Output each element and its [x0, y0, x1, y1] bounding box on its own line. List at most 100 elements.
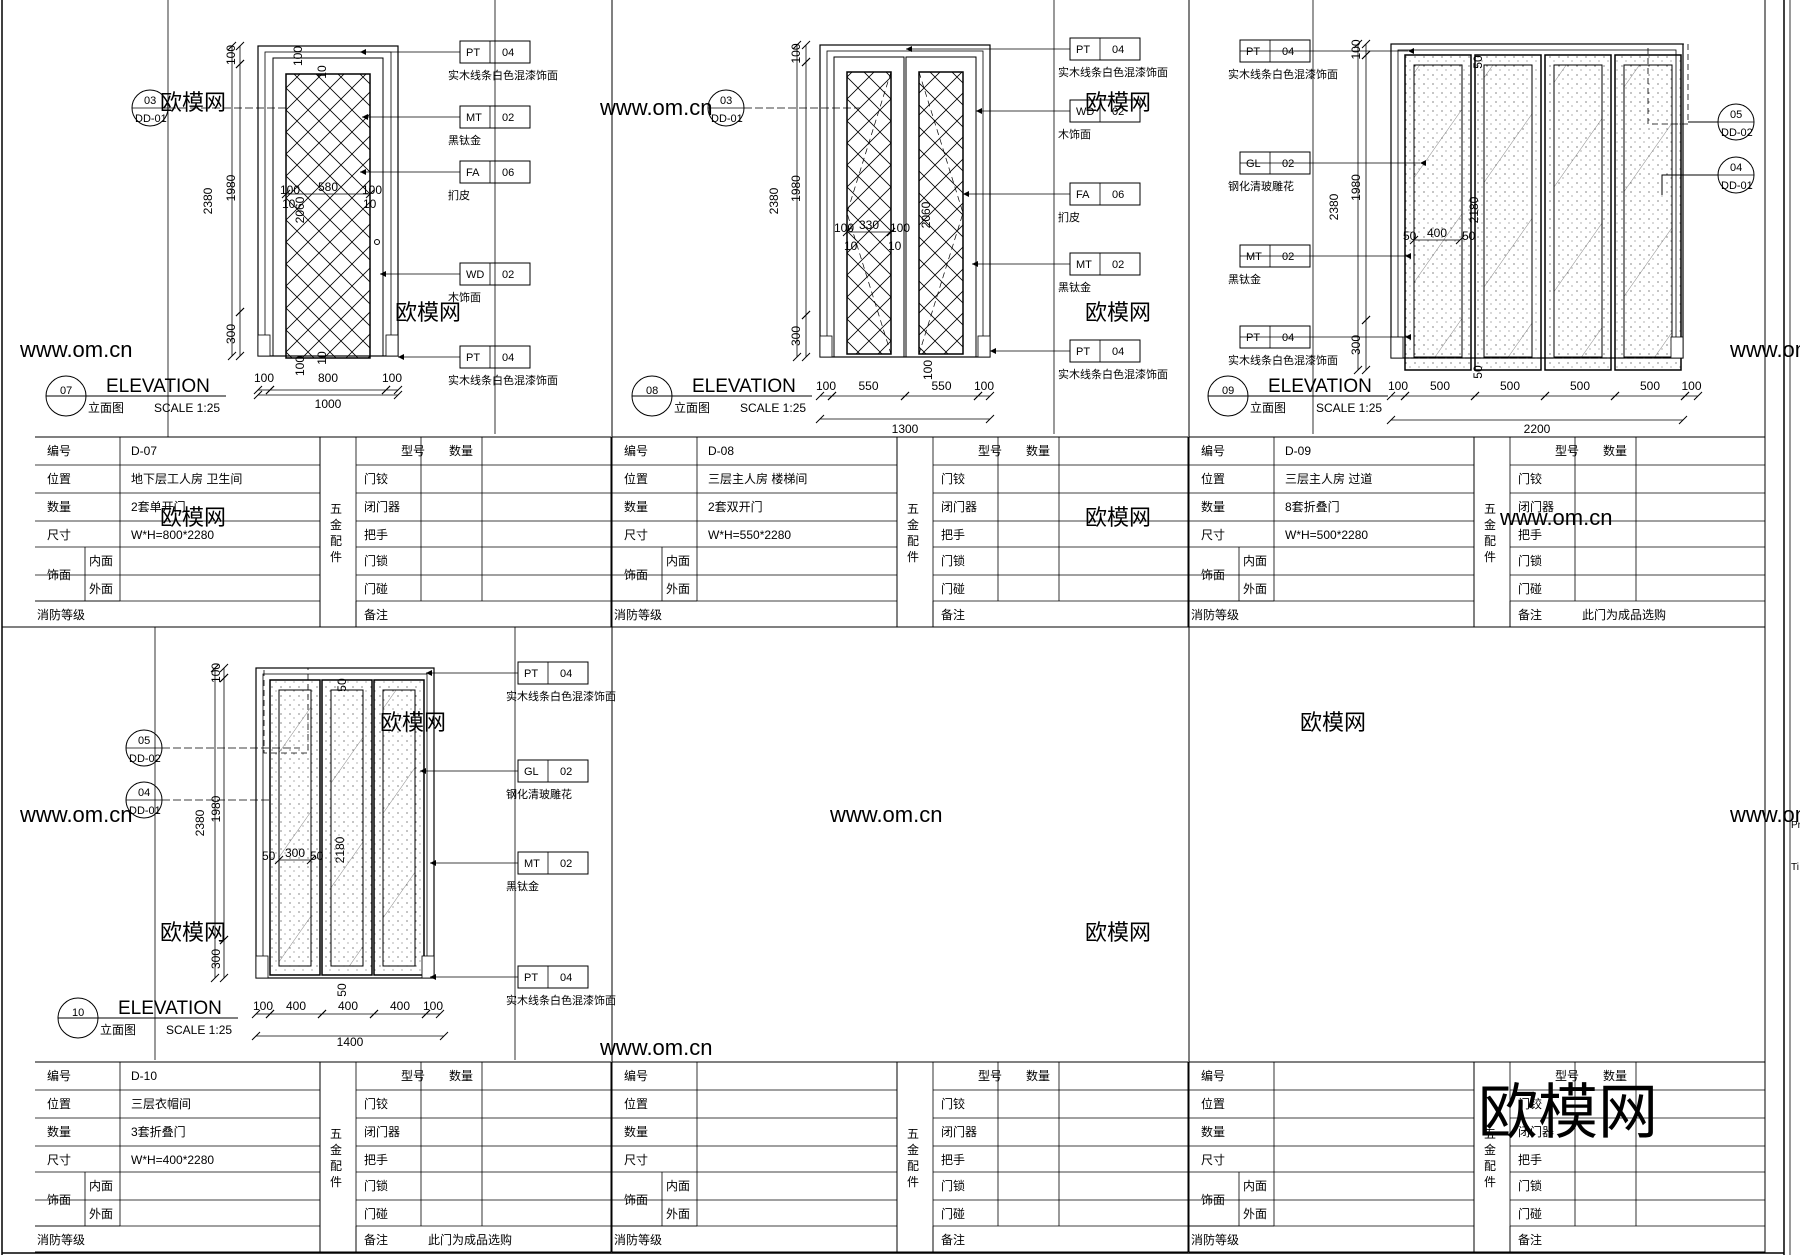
label-handle: 把手 [941, 528, 965, 542]
elevation-heading: ELEVATION [692, 376, 796, 397]
dim-tick [1386, 391, 1396, 401]
section-ref-number: 05 [138, 735, 150, 747]
scale-label: SCALE 1:25 [154, 401, 220, 415]
dim-value: 2180 [1467, 196, 1481, 223]
dim-value: 1980 [1349, 174, 1363, 201]
watermark-url: www.om.cn [599, 95, 712, 120]
glass-panel [278, 689, 312, 967]
dim-value: 100 [921, 360, 935, 380]
door-frame-inner [262, 673, 428, 979]
vertical-dimension: 2380 [767, 40, 802, 362]
label-quantity: 数量 [1201, 1124, 1225, 1139]
label-remark: 备注 [941, 607, 965, 622]
dim-value: 100 [816, 379, 836, 393]
material-code: FA [1076, 189, 1090, 201]
dim-tick [801, 40, 811, 50]
dim-tick [253, 385, 263, 395]
watermark-logo: 欧模网 [1085, 920, 1151, 945]
dim-tick [815, 414, 825, 424]
dim-value: 100 [253, 999, 273, 1013]
label-inner: 内面 [1243, 1179, 1267, 1193]
label-handle: 把手 [941, 1153, 965, 1167]
watermark-url: www.om.cn [829, 802, 942, 827]
dim-tick [801, 352, 811, 362]
label-closer: 闭门器 [1518, 1124, 1554, 1139]
dim-tick [235, 351, 245, 361]
dim-tick [435, 1009, 445, 1019]
leader-arrow [360, 169, 366, 175]
elevation-cn: 立面图 [1250, 400, 1286, 415]
watermark-url: www.om.cn [19, 337, 132, 362]
door-schedule-table: 编号位置数量尺寸饰面内面外面消防等级五金配件数量门铰闭门器把手门锁门碰备注D-0… [35, 436, 612, 628]
label-remark: 备注 [1518, 1232, 1542, 1247]
section-cut-box [1647, 43, 1689, 125]
material-number: 02 [560, 766, 572, 778]
material-code: PT [1076, 346, 1090, 358]
section-ref-number: 05 [1730, 109, 1742, 121]
material-number: 04 [560, 668, 572, 680]
leader-arrow [426, 670, 432, 676]
label-hardware: 件 [907, 550, 919, 564]
label-location: 位置 [47, 1096, 71, 1111]
view-number: 08 [646, 385, 658, 397]
label-count: 数量 [1026, 1068, 1050, 1083]
dim-tick [1400, 391, 1410, 401]
skirting [257, 334, 271, 357]
material-code: MT [524, 858, 540, 870]
label-inner: 内面 [89, 1179, 113, 1193]
material-code: PT [466, 47, 480, 59]
label-hardware: 配 [907, 534, 919, 548]
elevation-cn: 立面图 [674, 400, 710, 415]
upholstered-panel [285, 73, 371, 359]
dim-value: 100 [254, 371, 274, 385]
label-hinge: 门铰 [364, 1096, 388, 1111]
sidebar-text-ti: Ti [1791, 862, 1799, 873]
dim-tick [827, 391, 837, 401]
dim-tick [1386, 415, 1396, 425]
dim-value: 2380 [193, 809, 207, 836]
material-description: 实木线条白色混漆饰面 [448, 373, 558, 387]
label-fire-rating: 消防等级 [614, 607, 662, 622]
dim-tick [439, 1031, 449, 1041]
dim-value: 2060 [919, 201, 933, 228]
dim-tick [1361, 365, 1371, 375]
dim-value: 50 [1462, 229, 1476, 243]
label-count: 数量 [1026, 443, 1050, 458]
label-hardware: 配 [1484, 534, 1496, 548]
horizontal-dimension: 100 [1386, 379, 1410, 401]
elevation-heading: ELEVATION [118, 998, 222, 1019]
dim-value: 50 [262, 849, 276, 863]
material-description: 实木线条白色混漆饰面 [506, 689, 616, 703]
dim-tick [1455, 235, 1465, 245]
right-title-strip: Pr Ti [1783, 0, 1800, 1255]
elevation-cn: 立面图 [100, 1022, 136, 1037]
label-count: 数量 [449, 1068, 473, 1083]
dim-value: 100 [362, 183, 382, 197]
label-size: 尺寸 [47, 528, 71, 542]
dim-tick [219, 663, 229, 673]
label-hardware: 金 [330, 1142, 342, 1157]
leader-arrow [430, 860, 436, 866]
label-remark: 备注 [364, 607, 388, 622]
dim-value: 300 [789, 326, 803, 346]
dim-value: 100 [1681, 379, 1701, 393]
label-hardware: 配 [330, 534, 342, 548]
skirting [1670, 336, 1684, 359]
dim-value: 50 [310, 849, 324, 863]
value-size: W*H=550*2280 [708, 528, 791, 542]
dim-value: 100 [890, 221, 910, 235]
label-inner: 内面 [666, 1179, 690, 1193]
horizontal-dimension: 1000 [253, 390, 403, 411]
material-description: 实木线条白色混漆饰面 [1058, 65, 1168, 79]
leader-arrow [906, 46, 912, 52]
material-code: PT [1246, 46, 1260, 58]
watermark-logo: 欧模网 [1300, 710, 1366, 735]
